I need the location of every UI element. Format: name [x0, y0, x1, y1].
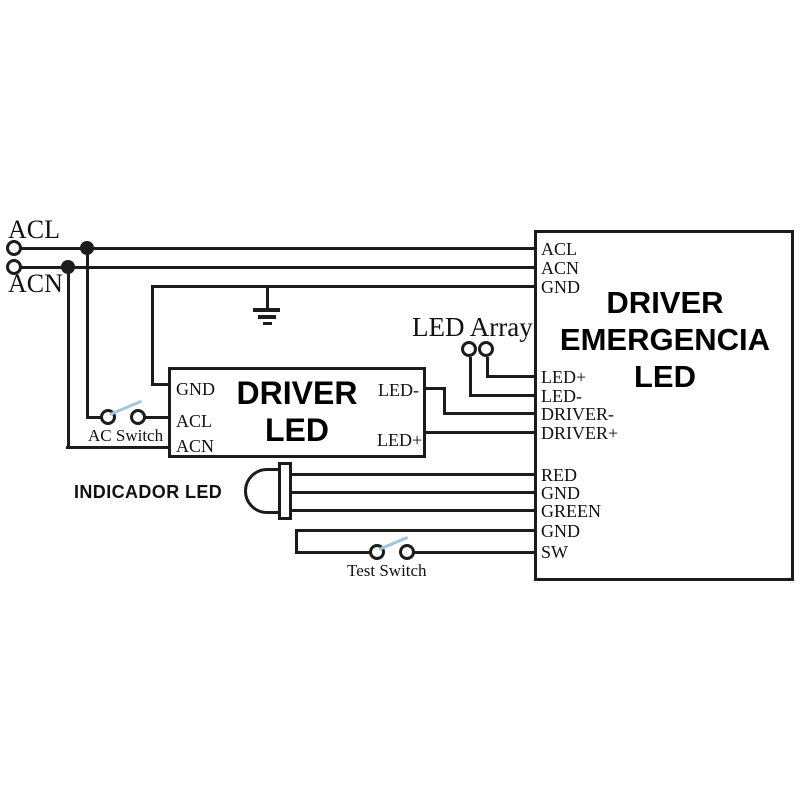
acl-source-label: ACL	[8, 215, 60, 244]
led-array-terminal-left	[461, 341, 477, 357]
em-terminal-gnd1: GND	[541, 277, 580, 297]
ac-switch-right-contact	[130, 409, 146, 425]
emergency-driver-title: DRIVER EMERGENCIA LED	[559, 285, 771, 394]
em-terminal-sw: SW	[541, 542, 568, 562]
led-driver-terminal-ledminus: LED-	[378, 380, 419, 400]
ground-tap-wire	[266, 286, 269, 310]
acn-to-driver-wire	[66, 446, 170, 449]
test-switch-right-contact	[399, 544, 415, 560]
em-terminal-driverminus: DRIVER-	[541, 404, 614, 424]
gnd-stub-wire	[151, 383, 170, 386]
led-driver-box	[168, 367, 426, 458]
led-driver-terminal-acl: ACL	[176, 411, 212, 431]
led-driver-terminal-ledplus: LED+	[377, 430, 423, 450]
ac-switch-label: AC Switch	[88, 426, 164, 445]
ledminus-to-driverminus-wire	[443, 412, 535, 415]
led-array-plus-wire-h	[486, 375, 535, 378]
led-array-plus-wire-v	[486, 357, 489, 377]
led-driver-title: DRIVER LED	[236, 375, 358, 448]
gnd2-wire	[295, 529, 535, 532]
emergency-driver-box	[534, 230, 794, 581]
em-terminal-gnd3: GND	[541, 521, 580, 541]
led-driver-terminal-acn: ACN	[176, 436, 215, 456]
em-terminal-acn: ACN	[541, 258, 580, 278]
acl-to-switch-wire	[86, 416, 103, 419]
gnd2-drop-wire	[295, 530, 298, 553]
em-terminal-red: RED	[541, 465, 577, 485]
em-terminal-green: GREEN	[541, 501, 601, 521]
led-array-terminal-right	[478, 341, 494, 357]
led-array-minus-wire-h	[469, 394, 535, 397]
acl-terminal-circle	[6, 240, 22, 256]
red-wire	[291, 473, 535, 476]
gnd-lead-wire	[291, 491, 535, 494]
em-terminal-gnd2: GND	[541, 483, 580, 503]
ledminus-wire-a	[425, 387, 446, 390]
em-terminal-driverplus: DRIVER+	[541, 423, 619, 443]
indicator-led-label: INDICADOR LED	[74, 482, 223, 502]
switch-to-driver-wire	[144, 416, 170, 419]
gnd-drop-wire	[151, 286, 154, 385]
em-terminal-ledminus: LED-	[541, 386, 582, 406]
test-switch-label: Test Switch	[347, 561, 427, 580]
gnd-bus-wire	[151, 285, 535, 288]
ledplus-to-driverplus-wire	[425, 431, 535, 434]
led-array-label: LED Array	[412, 312, 533, 342]
gnd2-to-testswitch-wire	[295, 551, 371, 554]
acl-branch-wire	[86, 248, 89, 418]
acn-terminal-circle	[6, 259, 22, 275]
led-driver-terminal-gnd: GND	[176, 379, 215, 399]
green-wire	[291, 509, 535, 512]
led-array-minus-wire-v	[469, 357, 472, 396]
em-terminal-ledplus: LED+	[541, 367, 587, 387]
em-terminal-acl: ACL	[541, 239, 577, 259]
acl-wire	[21, 247, 535, 250]
ledminus-wire-b	[443, 388, 446, 414]
testswitch-to-sw-wire	[413, 551, 535, 554]
acn-branch-wire	[67, 267, 70, 448]
acn-wire	[21, 266, 535, 269]
